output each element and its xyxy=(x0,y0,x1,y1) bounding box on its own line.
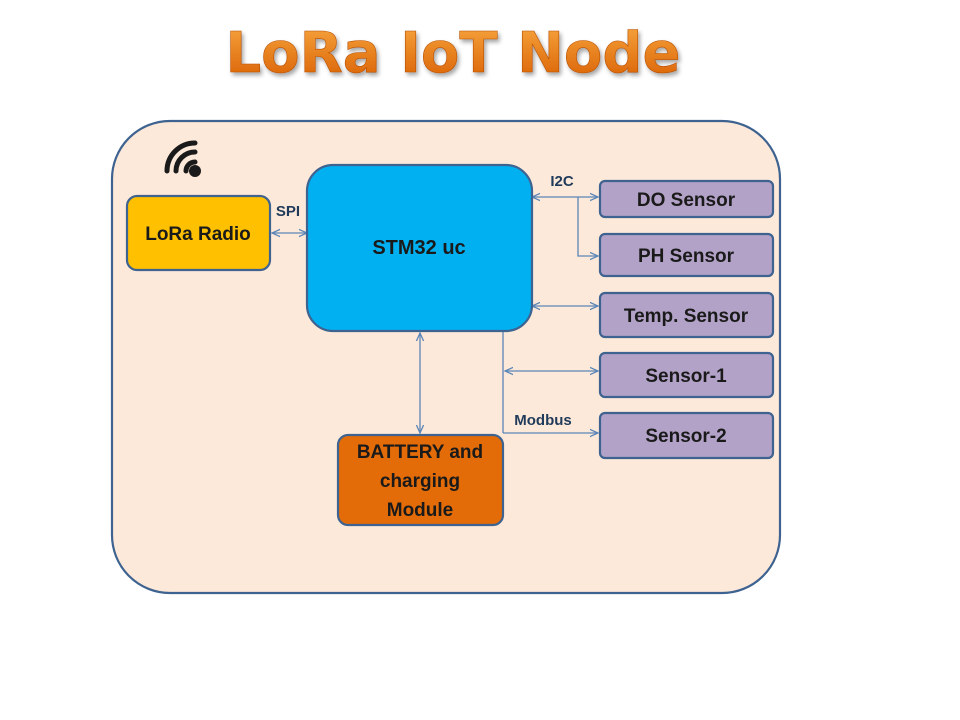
battery-label-line2: charging xyxy=(380,471,460,492)
sensor-2-block: Sensor-2 xyxy=(598,411,775,460)
diagram-title: LoRa IoT Node xyxy=(226,21,681,86)
ph-sensor-block: PH Sensor xyxy=(598,232,775,278)
sensor-1-label: Sensor-1 xyxy=(645,366,727,387)
i2c-connector-ph xyxy=(577,197,598,256)
sensor-2-label: Sensor-2 xyxy=(645,426,726,447)
connectors xyxy=(272,197,598,433)
lora-radio-block: LoRa Radio xyxy=(125,194,272,272)
wireless-signal-icon xyxy=(164,140,201,177)
temp-sensor-label: Temp. Sensor xyxy=(624,306,749,327)
battery-label-line1: BATTERY and xyxy=(357,442,483,463)
ph-sensor-label: PH Sensor xyxy=(638,246,735,267)
battery-label-line3: Module xyxy=(387,500,454,521)
temp-sensor-block: Temp. Sensor xyxy=(598,291,775,339)
sensor-1-block: Sensor-1 xyxy=(598,351,775,399)
i2c-label: I2C xyxy=(550,173,574,190)
mcu-label: STM32 uc xyxy=(372,237,465,259)
mcu-block: STM32 uc xyxy=(305,163,534,333)
battery-block: BATTERY and charging Module xyxy=(336,433,505,527)
spi-label: SPI xyxy=(276,203,300,220)
modbus-label: Modbus xyxy=(514,412,572,429)
do-sensor-label: DO Sensor xyxy=(637,190,736,211)
lora-radio-label: LoRa Radio xyxy=(145,224,251,245)
do-sensor-block: DO Sensor xyxy=(598,179,775,219)
